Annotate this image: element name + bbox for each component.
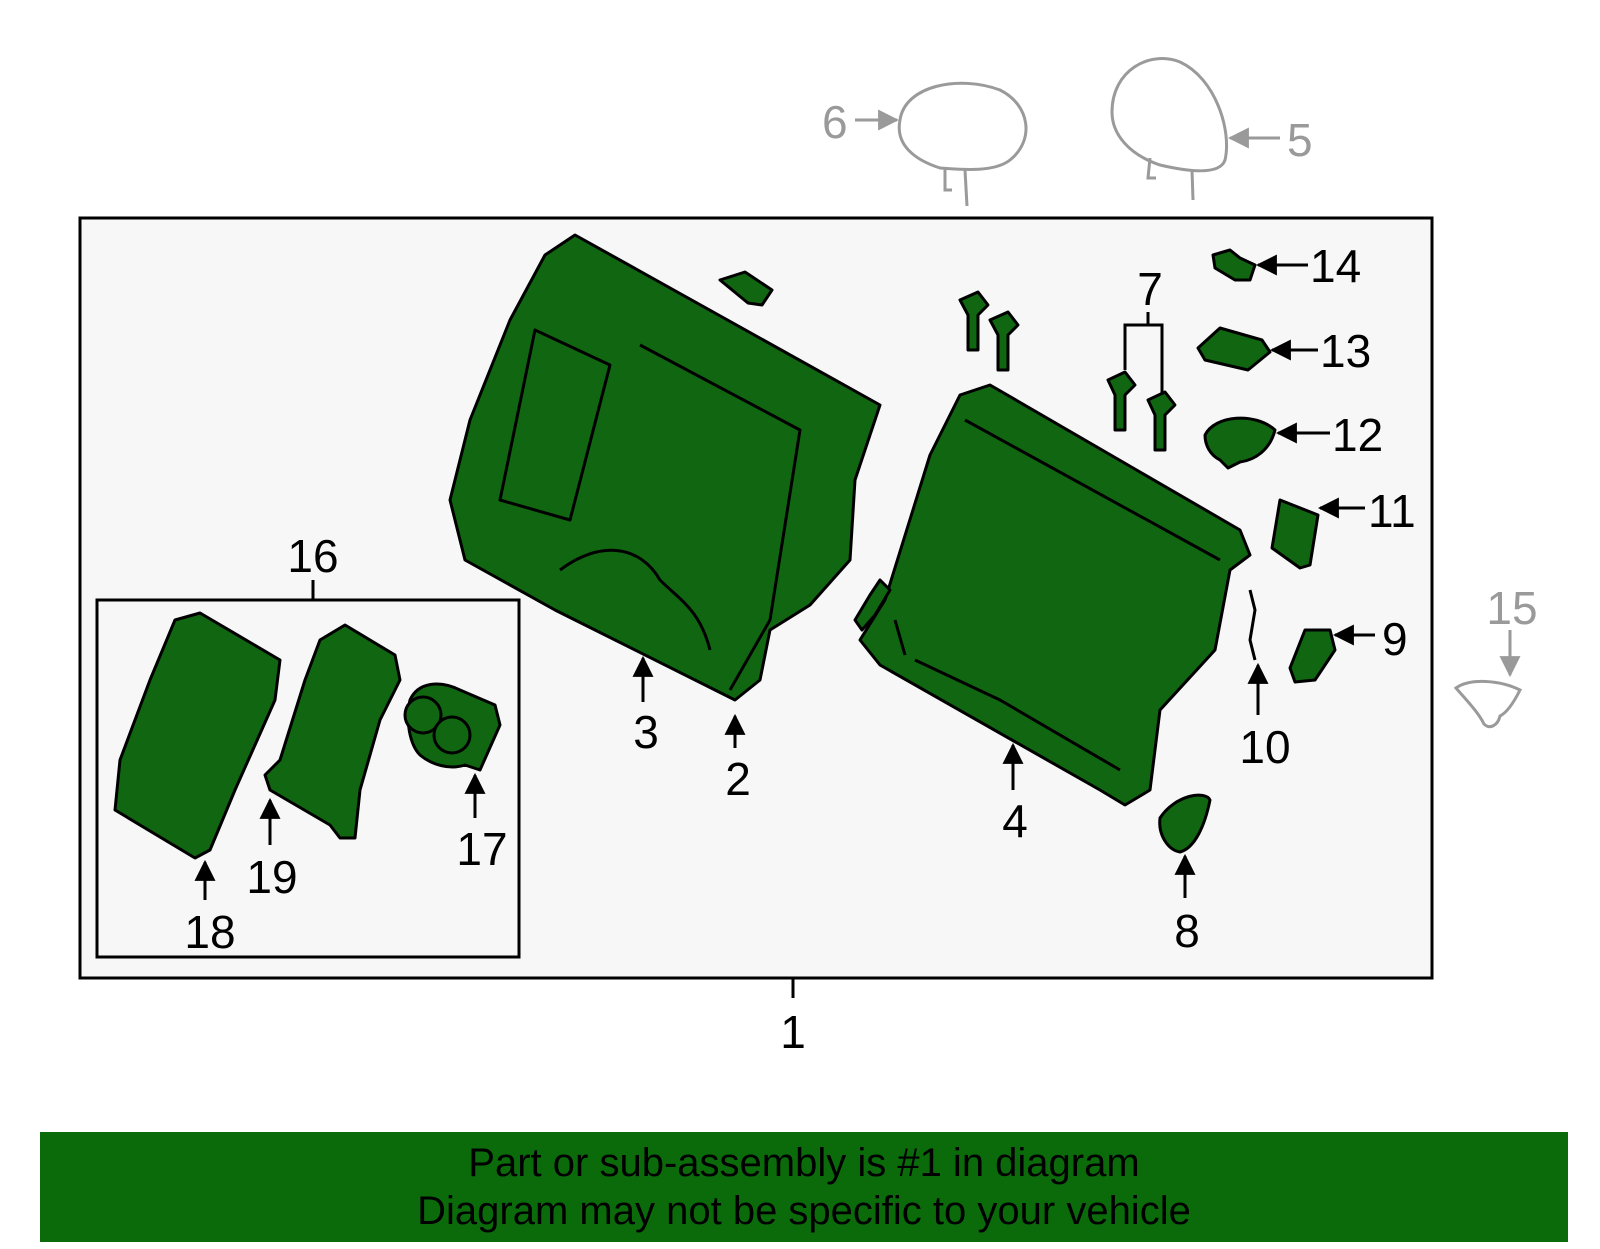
callout-17: 17	[456, 823, 507, 875]
callout-19: 19	[246, 851, 297, 903]
frame-hinge	[853, 578, 892, 632]
callout-1: 1	[780, 1006, 806, 1058]
headrest-6[interactable]	[897, 81, 1028, 207]
callout-11: 11	[1368, 485, 1416, 537]
callout-10: 10	[1239, 721, 1290, 773]
callout-14: 14	[1310, 240, 1361, 292]
clip-14[interactable]	[1211, 248, 1257, 282]
callout-3: 3	[633, 706, 659, 758]
callout-2: 2	[725, 753, 751, 805]
seatback-pad-2	[498, 328, 802, 691]
trim-clip-15[interactable]	[1453, 679, 1523, 729]
headrest-5[interactable]	[1110, 57, 1229, 201]
banner-line-1: Part or sub-assembly is #1 in diagram	[468, 1141, 1140, 1185]
callout-15: 15	[1486, 582, 1537, 634]
frame-inner	[893, 418, 1221, 772]
cup-2	[432, 715, 472, 755]
callout-8: 8	[1174, 905, 1200, 957]
callout-16: 16	[287, 530, 338, 582]
disclaimer-banner: Part or sub-assembly is #1 in diagram Di…	[40, 1132, 1568, 1242]
callout-13: 13	[1320, 325, 1371, 377]
callout-5: 5	[1287, 114, 1313, 166]
guide-7c[interactable]	[958, 290, 990, 352]
armrest-frame-19[interactable]	[263, 623, 402, 840]
cup-1	[403, 695, 443, 735]
callout-18: 18	[184, 906, 235, 958]
guide-7b[interactable]	[1146, 390, 1177, 452]
callout-7: 7	[1137, 263, 1163, 315]
banner-line-2: Diagram may not be specific to your vehi…	[417, 1189, 1191, 1233]
leader-7	[1123, 312, 1164, 395]
release-handle-9[interactable]	[1288, 628, 1337, 684]
armrest-18[interactable]	[113, 611, 282, 860]
guide-7a[interactable]	[1106, 370, 1137, 432]
headrest-guide[interactable]	[718, 270, 774, 307]
latch-11[interactable]	[1270, 498, 1320, 570]
callout-6: 6	[822, 96, 848, 148]
bezel-12[interactable]	[1203, 416, 1277, 470]
callout-9: 9	[1382, 613, 1408, 665]
seatback-cover-3[interactable]	[448, 233, 882, 702]
callout-12: 12	[1332, 409, 1383, 461]
guide-7d[interactable]	[988, 310, 1020, 372]
latch-cable-10[interactable]	[1248, 589, 1257, 661]
hinge-cover-8[interactable]	[1158, 793, 1212, 854]
callout-4: 4	[1002, 795, 1028, 847]
